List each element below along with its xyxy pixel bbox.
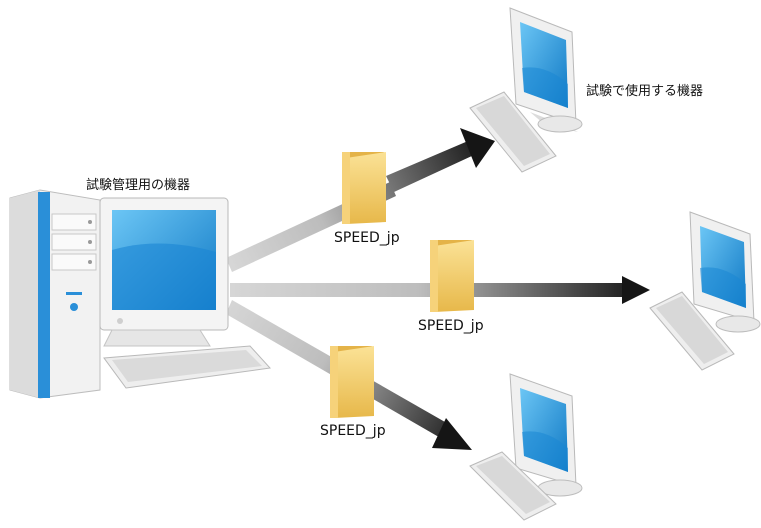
arrow-to-right-computer [230, 276, 650, 304]
client-computer-right-icon [649, 211, 761, 371]
folder-label: SPEED_jp [334, 230, 400, 246]
admin-device-label: 試験管理用の機器 [86, 178, 191, 193]
folder-label: SPEED_jp [418, 318, 484, 334]
folder-label: SPEED_jp [320, 423, 386, 439]
folder-icon [430, 240, 474, 312]
client-computer-top-icon [469, 7, 583, 173]
test-devices-label: 試験で使用する機器 [586, 84, 704, 99]
client-computer-bottom-icon [469, 373, 583, 521]
admin-computer-icon [9, 189, 272, 399]
folder-icon [342, 152, 386, 224]
folder-icon [330, 346, 374, 418]
